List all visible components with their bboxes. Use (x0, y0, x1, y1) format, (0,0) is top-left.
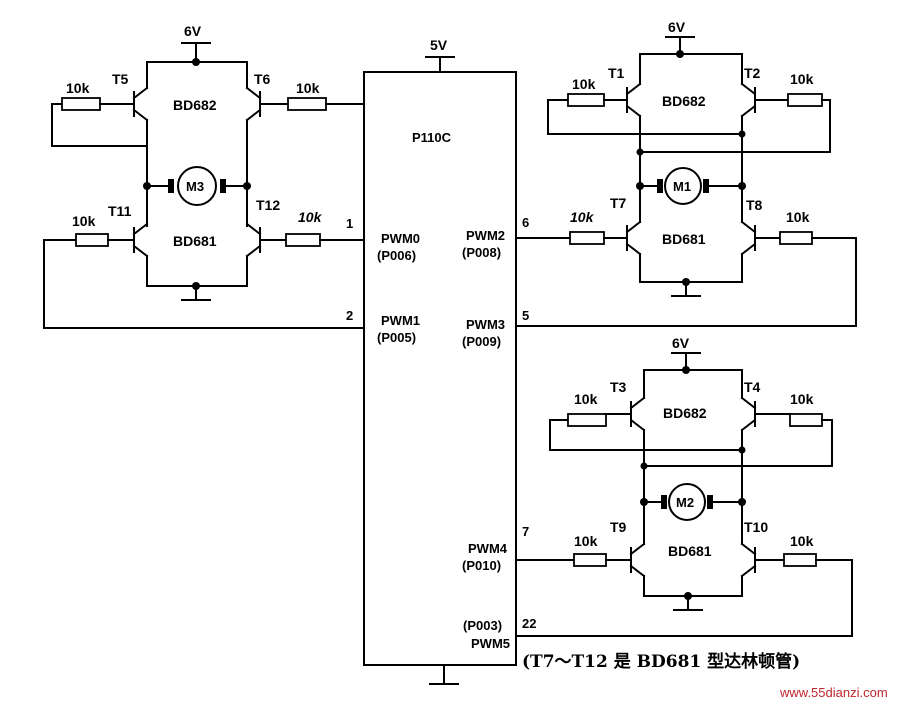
footnote: (T7～T12 是 BD681 型达林顿管) (522, 651, 800, 672)
transistor-t2 (740, 82, 789, 118)
transistor-t10 (740, 542, 785, 578)
pin-pwm5-name: PWM5 (471, 636, 510, 651)
pin-pwm3-number: 5 (522, 308, 529, 323)
pin-pwm1-name: PWM1 (381, 313, 420, 328)
label-bd682-m3: BD682 (173, 97, 217, 113)
motor-m3 (168, 166, 226, 206)
res-label-m2-bl: 10k (574, 533, 598, 549)
label-t8: T8 (746, 197, 763, 213)
label-t1: T1 (608, 65, 625, 81)
supply-6v-label-m2: 6V (672, 335, 690, 351)
res-label-m2-tr: 10k (790, 391, 814, 407)
motor-m2 (661, 483, 713, 521)
pin-pwm3-port: (P009) (462, 334, 501, 349)
supply-6v-label-m3: 6V (184, 23, 202, 39)
bridge-m2: 6V T3 T4 BD682 10k 10k (515, 335, 853, 637)
motor-m1-label: M1 (673, 179, 691, 194)
label-t11: T11 (108, 203, 132, 219)
pin-pwm2-port: (P008) (462, 245, 501, 260)
label-t12: T12 (256, 197, 280, 213)
transistor-t7 (611, 220, 642, 256)
label-bd682-m1: BD682 (662, 93, 706, 109)
watermark: www.55dianzi.com (779, 685, 888, 700)
res-label-m3-tr: 10k (296, 80, 320, 96)
transistor-t6 (245, 86, 289, 122)
transistor-t3 (615, 396, 646, 432)
motor-m1 (657, 167, 709, 205)
transistor-t8 (740, 220, 781, 256)
label-t2: T2 (744, 65, 761, 81)
label-t9: T9 (610, 519, 627, 535)
transistor-t12 (245, 222, 287, 258)
pin-pwm5-port: (P003) (463, 618, 502, 633)
res-label-m3-br: 10k (298, 209, 323, 225)
pin-pwm1-number: 2 (346, 308, 353, 323)
chip-p110c: 5V P110C PWM0 (P006) PWM1 (P005) PWM2 (P… (363, 37, 517, 685)
label-bd682-m2: BD682 (663, 405, 707, 421)
bridge-m1: 6V T1 T2 BD682 10k 10k (515, 19, 857, 327)
label-t10: T10 (744, 519, 768, 535)
pin-pwm0-number: 1 (346, 216, 353, 231)
transistor-t5 (119, 86, 149, 122)
res-label-m2-tl: 10k (574, 391, 598, 407)
pin-pwm0-name: PWM0 (381, 231, 420, 246)
res-label-m2-br: 10k (790, 533, 814, 549)
pin-pwm4-port: (P010) (462, 558, 501, 573)
label-t3: T3 (610, 379, 627, 395)
pin-pwm4-number-text: 7 (522, 524, 529, 539)
transistor-t11 (119, 222, 149, 258)
motor-m3-label: M3 (186, 179, 204, 194)
motor-m2-label: M2 (676, 495, 694, 510)
supply-5v-label: 5V (430, 37, 448, 53)
pin-pwm2-number: 6 (522, 215, 529, 230)
label-t5: T5 (112, 71, 129, 87)
res-label-m1-tr: 10k (790, 71, 814, 87)
pin-pwm2-name: PWM2 (466, 228, 505, 243)
res-label-m1-bl: 10k (570, 209, 595, 225)
chip-name: P110C (412, 130, 452, 145)
transistor-t9 (615, 542, 646, 578)
pin-pwm3-name: PWM3 (466, 317, 505, 332)
pin-pwm5-number: 22 (522, 616, 536, 631)
pin-pwm4-name: PWM4 (468, 541, 508, 556)
pin-pwm1-port: (P005) (377, 330, 416, 345)
pin-pwm0-port: (P006) (377, 248, 416, 263)
label-bd681-m1: BD681 (662, 231, 706, 247)
res-label-m3-tl: 10k (66, 80, 90, 96)
label-bd681-m2: BD681 (668, 543, 712, 559)
bridge-m3: 6V T5 T6 BD682 10k 10k (43, 23, 365, 329)
supply-6v-label-m1: 6V (668, 19, 686, 35)
res-label-m1-tl: 10k (572, 76, 596, 92)
transistor-t4 (740, 396, 791, 432)
label-t4: T4 (744, 379, 761, 395)
transistor-t1 (611, 82, 642, 118)
label-t7: T7 (610, 195, 627, 211)
res-label-m3-bl: 10k (72, 213, 96, 229)
label-bd681-m3: BD681 (173, 233, 217, 249)
res-label-m1-br: 10k (786, 209, 810, 225)
label-t6: T6 (254, 71, 271, 87)
